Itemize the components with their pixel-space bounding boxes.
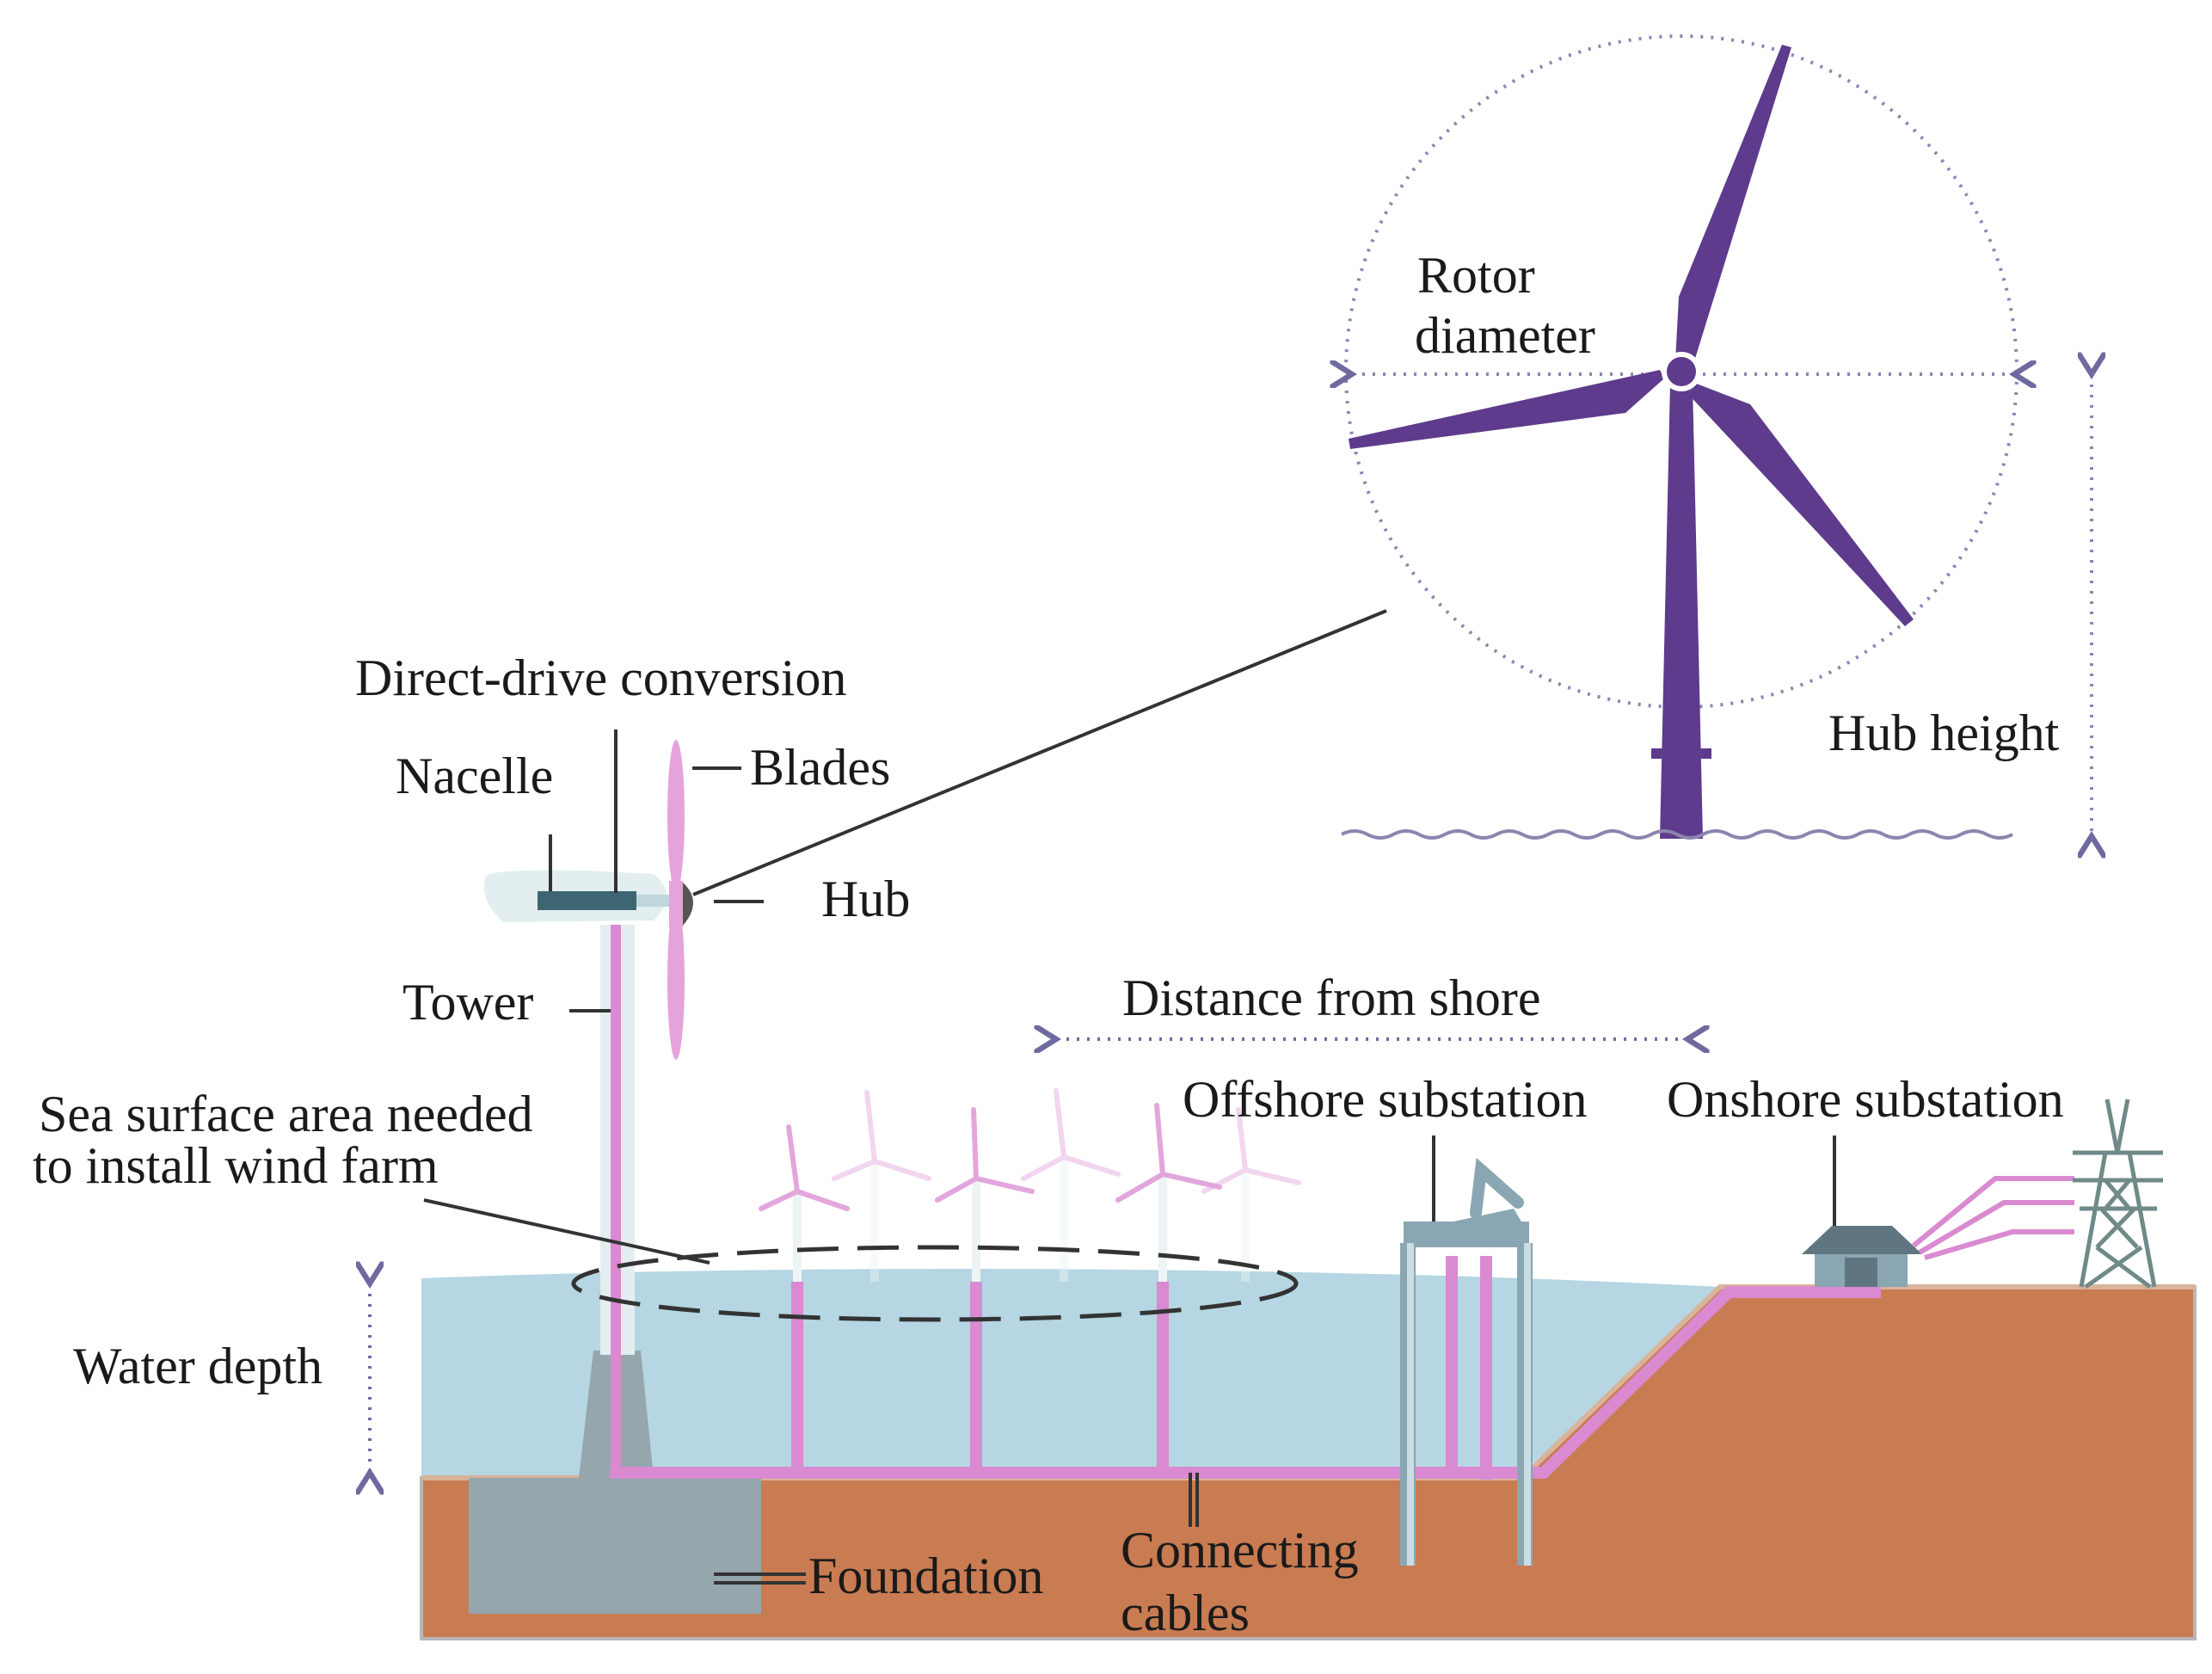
inset-blade-left [1349, 370, 1664, 449]
offshore-substation [1400, 1157, 1533, 1566]
transmission-pylon-icon [2073, 1099, 2163, 1289]
blades-label: Blades [750, 739, 890, 796]
inset-blade-right [1686, 383, 1914, 626]
onshore-substation-label: Onshore substation [1667, 1071, 2064, 1128]
nacelle-hub-mount [636, 895, 671, 907]
wind-farm-turbines [759, 1088, 1301, 1286]
blade-root [669, 881, 683, 927]
hub-label: Hub [821, 871, 910, 927]
sea-water [421, 1269, 1720, 1481]
water-depth-label: Water depth [73, 1338, 323, 1394]
tower-label: Tower [402, 974, 533, 1031]
foundation-block [469, 1478, 761, 1614]
offshore-substation-label: Offshore substation [1183, 1071, 1588, 1128]
sea-surface-label-line2: to install wind farm [33, 1137, 439, 1194]
leader-lines [423, 729, 1836, 1585]
hub-height-label: Hub height [1828, 705, 2060, 761]
farm-turbine [1021, 1088, 1121, 1282]
connecting-cables-label-line2: cables [1121, 1585, 1250, 1641]
power-lines [1912, 1176, 2074, 1260]
inset-hub [1662, 352, 1701, 391]
farm-turbine [935, 1107, 1035, 1286]
direct-drive-label: Direct-drive conversion [355, 649, 846, 706]
rotor-diameter-label-line1: Rotor [1417, 247, 1535, 304]
distance-from-shore-label: Distance from shore [1122, 969, 1541, 1026]
inset-waterline [1341, 829, 2013, 840]
nacelle-shaft [538, 891, 636, 910]
inset-tower [1660, 384, 1703, 839]
sea-surface-area-outline [571, 1245, 1299, 1322]
inset-blade-up [1675, 45, 1791, 361]
onshore-substation [1802, 1226, 1922, 1287]
hub-cone [683, 883, 693, 926]
tower-cable [611, 925, 621, 1475]
nacelle-label: Nacelle [396, 748, 553, 804]
blade-lower [667, 902, 685, 1060]
farm-turbine [832, 1090, 931, 1282]
turbine-inset [1341, 34, 2092, 840]
farm-turbine [1201, 1107, 1301, 1282]
blade-upper [667, 740, 685, 891]
sea-surface-label-line1: Sea surface area needed [39, 1086, 533, 1142]
inset-tower-flange [1651, 748, 1711, 759]
foundation-label: Foundation [808, 1548, 1043, 1604]
zoom-connector-line [692, 609, 1387, 896]
farm-turbine [1115, 1103, 1222, 1286]
farm-turbine [759, 1124, 850, 1286]
connecting-cables-label-line1: Connecting [1121, 1522, 1359, 1579]
rotor-diameter-label-line2: diameter [1415, 307, 1595, 364]
